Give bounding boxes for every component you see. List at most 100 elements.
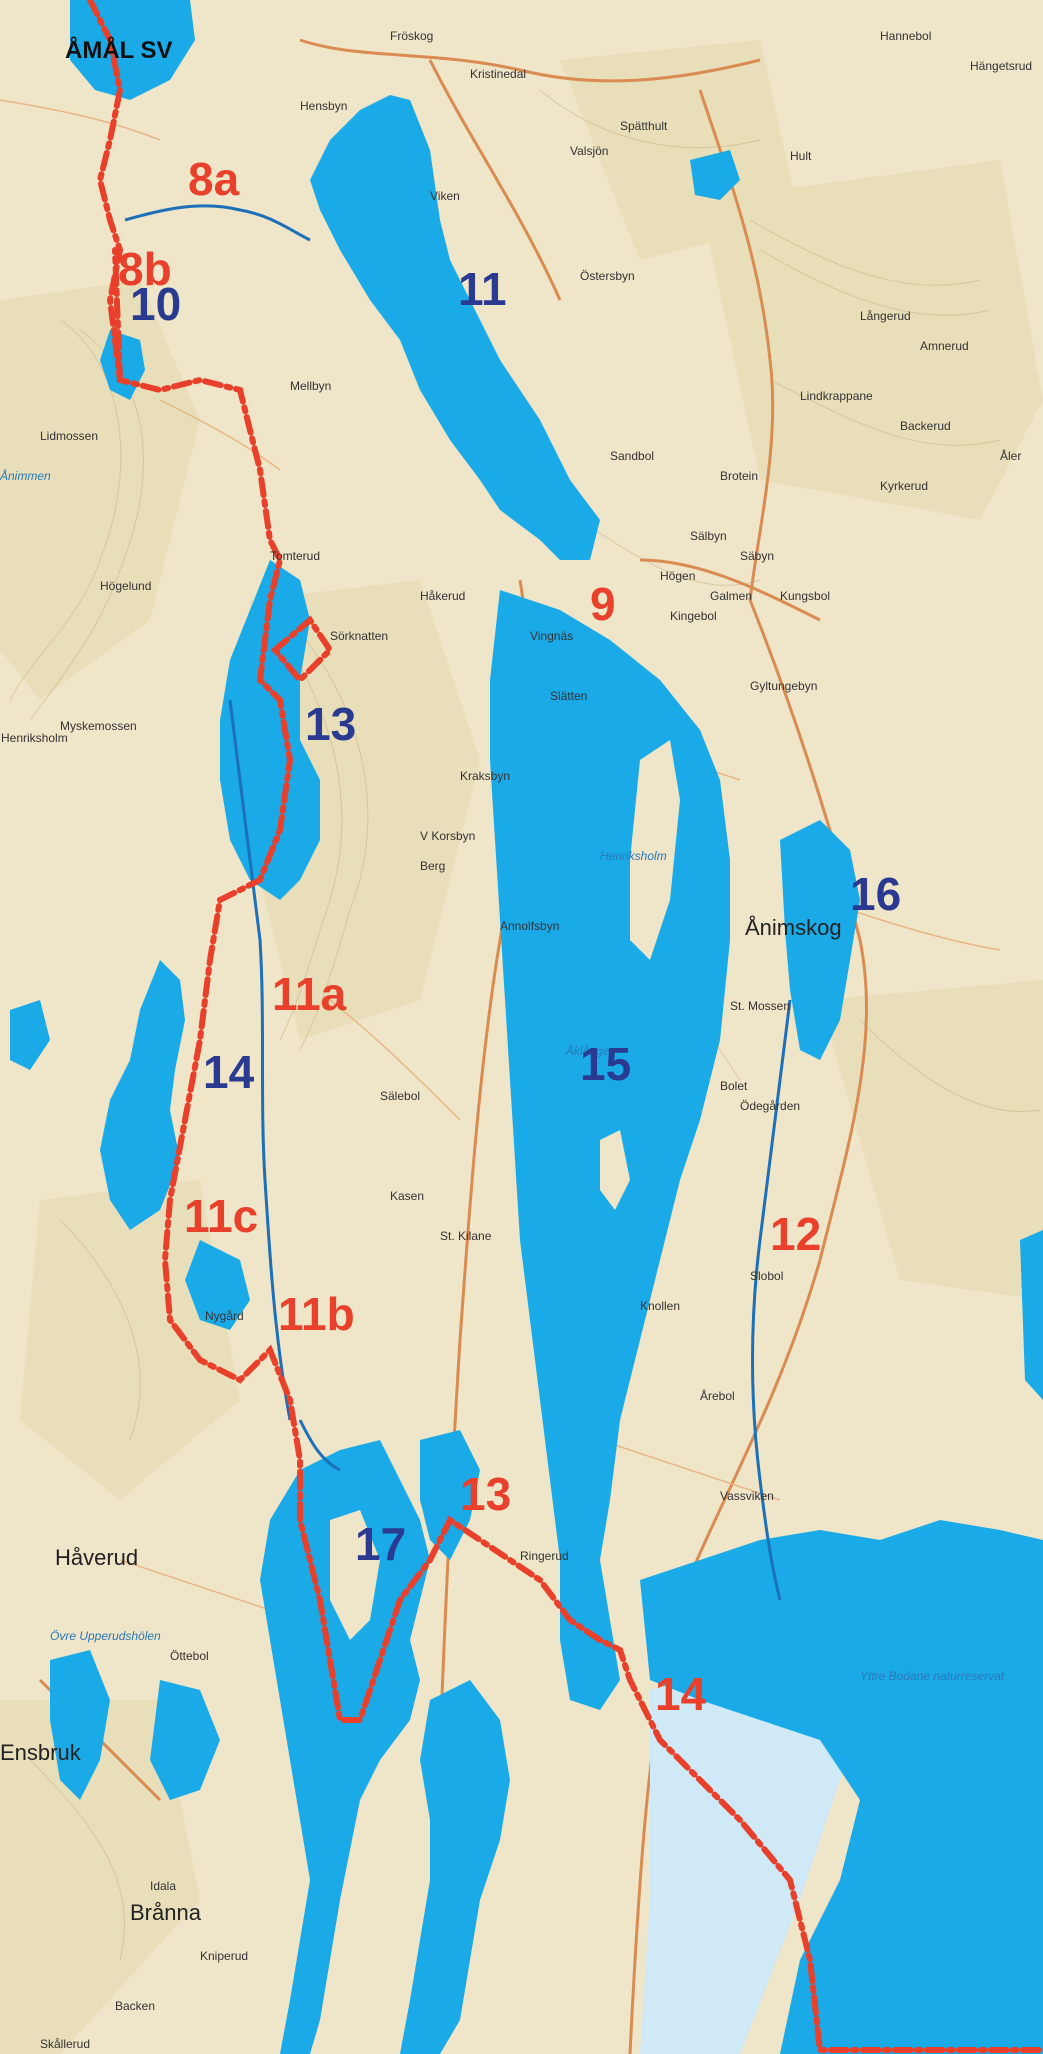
place-label: Berg: [420, 859, 445, 873]
place-label: Backerud: [900, 419, 951, 433]
place-label: Henriksholm: [1, 731, 68, 745]
route-label-12: 12: [770, 1208, 821, 1260]
water-label: Henriksholm: [600, 849, 667, 863]
water-label: Yttre Bodane naturreservat: [860, 1669, 1005, 1683]
place-label: Ringerud: [520, 1549, 569, 1563]
place-label: Sandbol: [610, 449, 654, 463]
place-label: Åler: [1000, 448, 1021, 463]
place-label: Knollen: [640, 1299, 680, 1313]
place-label: Håverud: [55, 1545, 138, 1570]
place-label: St. Mossen: [730, 999, 790, 1013]
lake-bottom-right: [640, 1520, 1043, 2054]
place-label: Lindkrappane: [800, 389, 873, 403]
place-label: Sälbyn: [690, 529, 727, 543]
place-label: Säbyn: [740, 549, 774, 563]
water-label: Övre Upperudshölen: [50, 1629, 161, 1643]
lake-top-right: [690, 150, 740, 200]
place-label: Slobol: [750, 1269, 783, 1283]
place-label: St. Kilane: [440, 1229, 492, 1243]
lake-haverud: [50, 1650, 110, 1800]
place-label: Mellbyn: [290, 379, 331, 393]
place-label: Galmen: [710, 589, 752, 603]
place-label: Brånna: [130, 1900, 202, 1925]
place-label: Öttebol: [170, 1649, 209, 1663]
lake-right-edge: [1020, 1230, 1043, 1400]
place-label: Annolfsbyn: [500, 919, 559, 933]
place-label: Hängetsrud: [970, 59, 1032, 73]
place-label: Fröskog: [390, 29, 433, 43]
place-label: Valsjön: [570, 144, 608, 158]
place-label: Bolet: [720, 1079, 748, 1093]
water-label: Ånimmen: [0, 468, 51, 483]
islands: [330, 740, 680, 1960]
place-label: Tomterud: [270, 549, 320, 563]
route-label-13: 13: [460, 1468, 511, 1520]
place-label: Kasen: [390, 1189, 424, 1203]
place-label: Ensbruk: [0, 1740, 82, 1765]
route-label-14: 14: [655, 1668, 707, 1720]
place-label: Backen: [115, 1999, 155, 2013]
route-label-8b: 8b: [118, 243, 172, 295]
place-label: Kraksbyn: [460, 769, 510, 783]
lake-label-16: 16: [850, 868, 901, 920]
place-label: Kingebol: [670, 609, 717, 623]
place-label: Vassviken: [720, 1489, 774, 1503]
lake-11c: [185, 1240, 250, 1330]
place-label: Slätten: [550, 689, 587, 703]
place-label: Ånimskog: [745, 915, 842, 940]
place-label: Kniperud: [200, 1949, 248, 1963]
place-label: Hult: [790, 149, 812, 163]
lake-label-14: 14: [203, 1046, 255, 1098]
place-label: Årebol: [700, 1388, 735, 1403]
place-labels: Fröskog Kristinedal Hensbyn Viken Valsjö…: [0, 29, 1032, 2051]
route-label-11b: 11b: [278, 1288, 355, 1340]
lake-16: [780, 820, 860, 1060]
lake-label-11: 11: [458, 263, 507, 315]
place-label: Amnerud: [920, 339, 969, 353]
lake-label-17: 17: [355, 1518, 406, 1570]
place-label: Hannebol: [880, 29, 931, 43]
place-label: Myskemossen: [60, 719, 137, 733]
lake-label-15: 15: [580, 1038, 631, 1090]
lake-label-10: 10: [130, 278, 181, 330]
place-label: Kyrkerud: [880, 479, 928, 493]
lake-left-center: [150, 1680, 220, 1800]
place-label: Håkerud: [420, 589, 465, 603]
place-label: Skållerud: [40, 2037, 90, 2051]
water-label: Åklången: [565, 1043, 616, 1058]
red-route: [87, 0, 1043, 2053]
place-label: Brotein: [720, 469, 758, 483]
blue-route: [124, 204, 792, 1601]
place-label: Kungsbol: [780, 589, 830, 603]
route-label-8a: 8a: [188, 153, 240, 205]
place-label: Nygård: [205, 1309, 244, 1323]
place-label: Långerud: [860, 309, 911, 323]
place-label: Sälebol: [380, 1089, 420, 1103]
route-label-9: 9: [590, 578, 616, 630]
place-label: Vingnäs: [530, 629, 573, 643]
lake-14: [100, 960, 185, 1230]
lake-17: [260, 1440, 430, 2054]
place-label: Högen: [660, 569, 695, 583]
place-label: Spätthult: [620, 119, 668, 133]
lake-label-13: 13: [305, 698, 356, 750]
place-label: Viken: [430, 189, 460, 203]
shallow-water: [640, 1650, 860, 2054]
lake-left-1: [10, 1000, 50, 1070]
place-label: Gyltungebyn: [750, 679, 817, 693]
place-label: V Korsbyn: [420, 829, 475, 843]
lake-south-center: [400, 1680, 510, 2054]
place-label: Lidmossen: [40, 429, 98, 443]
map-title: ÅMÅL SV: [65, 36, 173, 64]
place-label: Kristinedal: [470, 67, 526, 81]
place-label: Högelund: [100, 579, 151, 593]
place-label: Hensbyn: [300, 99, 347, 113]
place-label: Östersbyn: [580, 269, 635, 283]
place-label: Sörknatten: [330, 629, 388, 643]
route-label-11c: 11c: [184, 1190, 258, 1242]
place-label: Idala: [150, 1879, 176, 1893]
place-label: Ödegården: [740, 1099, 800, 1113]
lake-11: [310, 95, 600, 560]
